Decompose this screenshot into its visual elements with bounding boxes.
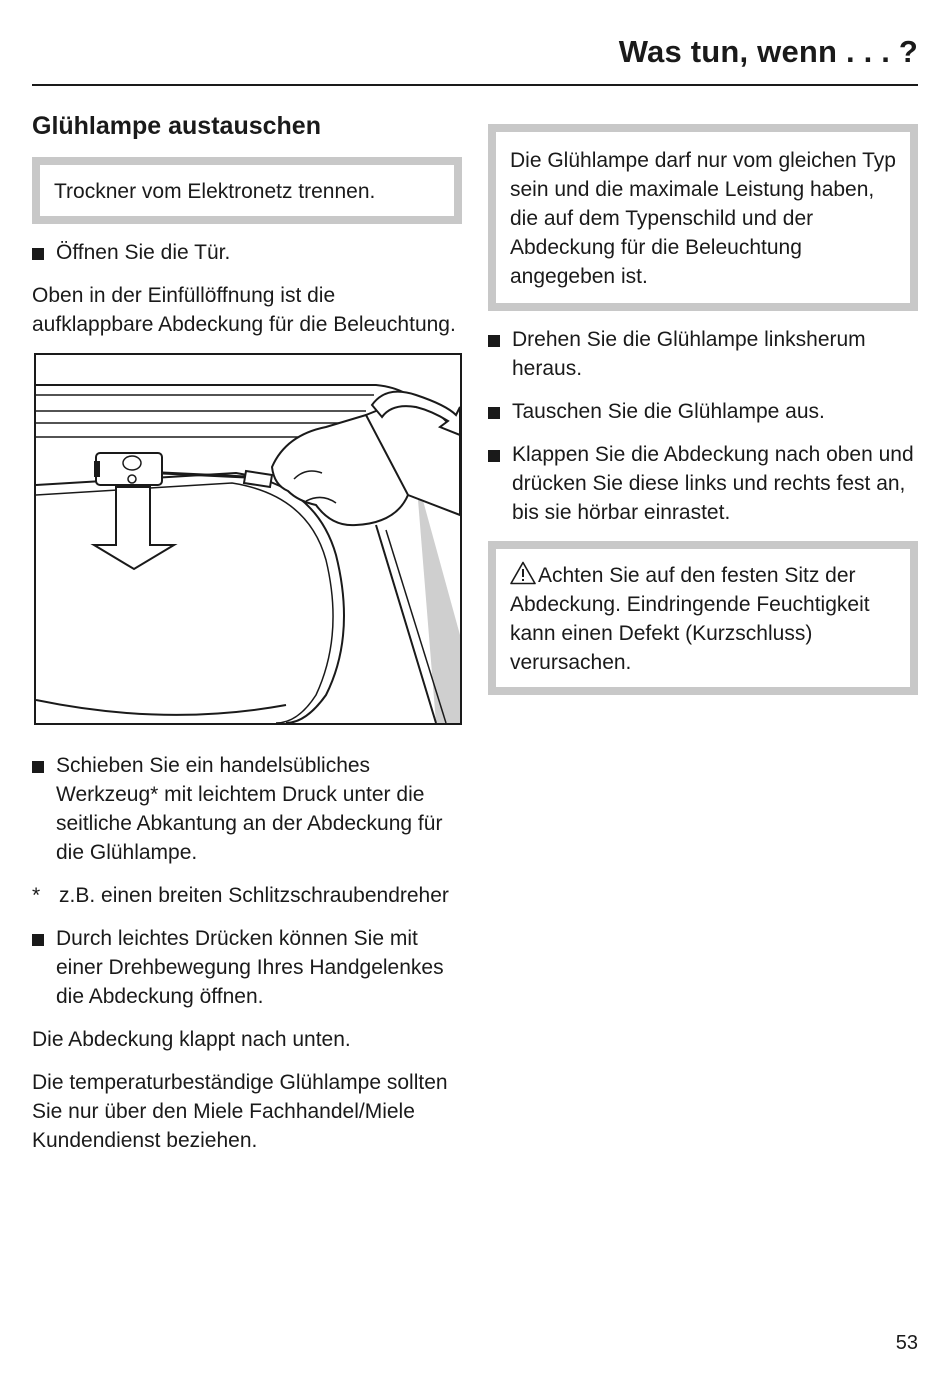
cover-location-text: Oben in der Einfüllöffnung ist die aufkl…: [32, 284, 456, 336]
lamp-source-text: Die temperaturbeständige Glühlampe sollt…: [32, 1071, 448, 1152]
right-column: Die Glühlampe darf nur vom gleichen Typ …: [488, 124, 918, 695]
bullet-square-icon: [488, 407, 500, 419]
warning-triangle-icon: [510, 561, 536, 585]
lamp-cover-illustration: [36, 384, 460, 723]
illustration-cover-removal: [34, 353, 462, 725]
bullet-square-icon: [32, 761, 44, 773]
step-open-cover: Durch leichtes Drücken können Sie mit ei…: [32, 924, 462, 1011]
bullet-square-icon: [32, 248, 44, 260]
step-insert-tool: Schieben Sie ein handelsübliches Werkzeu…: [32, 751, 462, 867]
footnote-asterisk: *: [32, 884, 41, 907]
step-unscrew-lamp: Drehen Sie die Glühlampe linksherum hera…: [488, 325, 918, 383]
section-title: Glühlampe austauschen: [32, 112, 321, 140]
lamp-type-note-text: Die Glühlampe darf nur vom gleichen Typ …: [510, 149, 896, 288]
step-replace-lamp: Tauschen Sie die Glühlampe aus.: [488, 397, 918, 426]
warning-box: Achten Sie auf den festen Sitz der Abdec…: [488, 541, 918, 695]
safety-note-box: Trockner vom Elektronetz trennen.: [32, 157, 462, 224]
safety-note-text: Trockner vom Elektronetz trennen.: [54, 180, 376, 203]
cover-folds-text: Die Abdeckung klappt nach unten.: [32, 1028, 351, 1051]
step-close-cover: Klappen Sie die Abdeckung nach oben und …: [488, 440, 918, 527]
header-divider: [32, 84, 918, 86]
footnote: * z.B. einen breiten Schlitzschraubendre…: [32, 881, 462, 910]
left-column: Glühlampe austauschen Trockner vom Elekt…: [32, 112, 462, 1169]
page-title: Was tun, wenn . . . ?: [618, 34, 918, 69]
lamp-type-note-box: Die Glühlampe darf nur vom gleichen Typ …: [488, 124, 918, 311]
warning-text: Achten Sie auf den festen Sitz der Abdec…: [510, 564, 870, 674]
bullet-square-icon: [488, 450, 500, 462]
footnote-text: z.B. einen breiten Schlitzschraubendrehe…: [59, 884, 449, 907]
bullet-square-icon: [488, 335, 500, 347]
page-number: 53: [895, 1332, 918, 1354]
bullet-square-icon: [32, 934, 44, 946]
step-open-door: Öffnen Sie die Tür.: [32, 238, 462, 267]
